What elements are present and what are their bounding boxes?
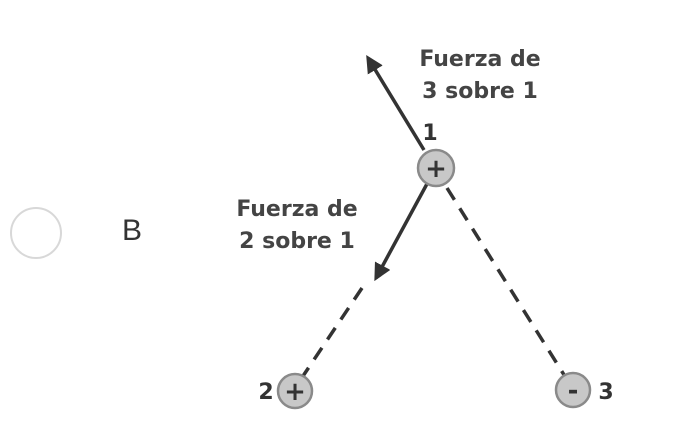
option-radio-button[interactable] bbox=[10, 207, 62, 259]
dashed-line-1-to-3 bbox=[445, 187, 568, 379]
charge-3-sign: - bbox=[568, 376, 579, 406]
charge-1-sign: + bbox=[425, 154, 447, 184]
dashed-line-1-to-2 bbox=[297, 287, 364, 383]
charge-1-label: 1 bbox=[422, 121, 437, 146]
label-force-2-on-1-line2: 2 sobre 1 bbox=[239, 229, 355, 254]
label-force-3-on-1-line1: Fuerza de bbox=[419, 47, 540, 72]
charge-2-label: 2 bbox=[258, 380, 273, 405]
label-force-3-on-1-line2: 3 sobre 1 bbox=[422, 79, 538, 104]
charge-2: + bbox=[276, 372, 314, 410]
arrow-force-3-on-1 bbox=[366, 55, 426, 151]
charge-2-sign: + bbox=[284, 377, 306, 407]
option-letter: B bbox=[122, 214, 143, 247]
charge-1: + bbox=[416, 148, 456, 188]
arrow-force-2-on-1 bbox=[374, 181, 430, 282]
label-force-2-on-1-line1: Fuerza de bbox=[236, 197, 357, 222]
charge-3-label: 3 bbox=[598, 380, 613, 405]
charge-3: - bbox=[554, 371, 592, 409]
